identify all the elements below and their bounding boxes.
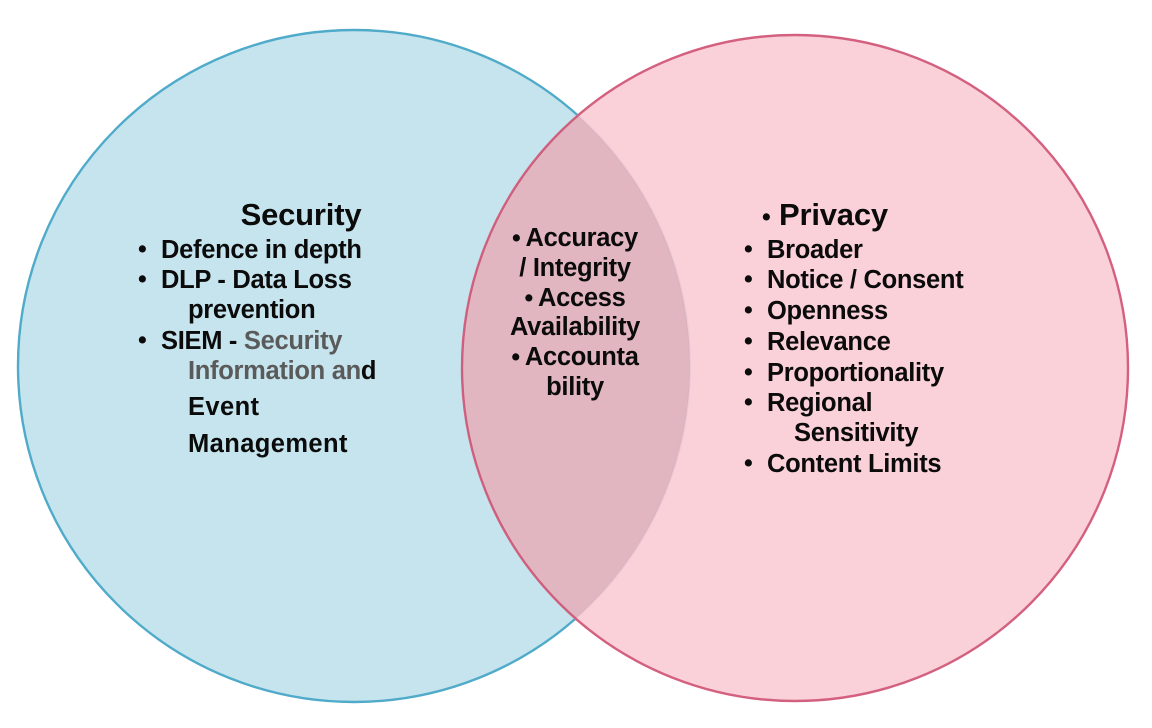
security-item-2-prefix: SIEM - xyxy=(161,326,244,355)
list-item: •Access Availability xyxy=(470,284,680,344)
overlap-item-0-line2: / Integrity xyxy=(519,253,631,282)
list-item: Openness xyxy=(740,296,1070,327)
list-item: SIEM - Security Information and Event Ma… xyxy=(134,326,474,460)
privacy-item-1-label: Notice / Consent xyxy=(767,266,964,295)
list-item: •Accounta bility xyxy=(470,343,680,403)
list-item: Regional Sensitivity xyxy=(740,388,1070,448)
privacy-item-5-line2: Sensitivity xyxy=(794,418,919,447)
security-item-2-run-black-1: d xyxy=(360,356,377,385)
security-list: Defence in depth DLP - Data Loss prevent… xyxy=(134,235,474,460)
privacy-item-4-label: Proportionality xyxy=(767,358,944,387)
privacy-item-6-label: Content Limits xyxy=(767,449,942,478)
list-item: Broader xyxy=(740,235,1070,266)
privacy-heading: Privacy xyxy=(778,197,888,232)
overlap-item-1-line2: Availability xyxy=(509,313,641,342)
privacy-column: • Privacy Broader Notice / Consent Openn… xyxy=(740,197,1070,480)
list-item: Notice / Consent xyxy=(740,265,1070,296)
list-item: Relevance xyxy=(740,327,1070,358)
overlap-region xyxy=(462,35,690,701)
bullet-icon: • xyxy=(512,224,521,252)
list-item: DLP - Data Loss prevention xyxy=(134,265,474,325)
security-item-0-label: Defence in depth xyxy=(161,235,362,264)
security-heading: Security xyxy=(240,197,362,232)
security-column: Security Defence in depth DLP - Data Los… xyxy=(134,197,474,461)
overlap-item-2-line2: bility xyxy=(546,373,604,402)
privacy-item-2-label: Openness xyxy=(767,297,888,326)
bullet-icon: • xyxy=(511,343,520,372)
overlap-column: •Accuracy / Integrity •Access Availabili… xyxy=(470,224,680,403)
privacy-list: Broader Notice / Consent Openness Releva… xyxy=(740,235,1070,480)
security-item-2-run-black-2: Event xyxy=(188,393,260,422)
privacy-item-0-label: Broader xyxy=(767,235,863,264)
overlap-list: •Accuracy / Integrity •Access Availabili… xyxy=(470,224,680,403)
list-item: Content Limits xyxy=(740,449,1070,480)
privacy-item-3-label: Relevance xyxy=(767,327,891,356)
list-item: •Accuracy / Integrity xyxy=(470,224,680,284)
list-item: Proportionality xyxy=(740,358,1070,389)
overlap-item-2-line1: Accounta xyxy=(524,343,639,372)
security-item-1-line2: prevention xyxy=(188,296,316,325)
privacy-heading-row: • Privacy xyxy=(740,197,1070,233)
security-item-1-line1: DLP - Data Loss xyxy=(161,266,352,295)
bullet-icon: • xyxy=(524,283,534,312)
security-item-2-run-gray-2: Information an xyxy=(188,356,361,385)
privacy-item-5-line1: Regional xyxy=(767,389,873,418)
list-item: Defence in depth xyxy=(134,235,474,266)
security-item-2-run-gray-1: Security xyxy=(243,326,343,355)
security-item-2-line2: Information and xyxy=(161,357,474,387)
bullet-icon: • xyxy=(762,203,771,231)
security-item-2-run-black-3: Management xyxy=(188,429,348,458)
overlap-item-0-line1: Accuracy xyxy=(525,224,639,252)
overlap-item-1-line1: Access xyxy=(537,283,626,312)
